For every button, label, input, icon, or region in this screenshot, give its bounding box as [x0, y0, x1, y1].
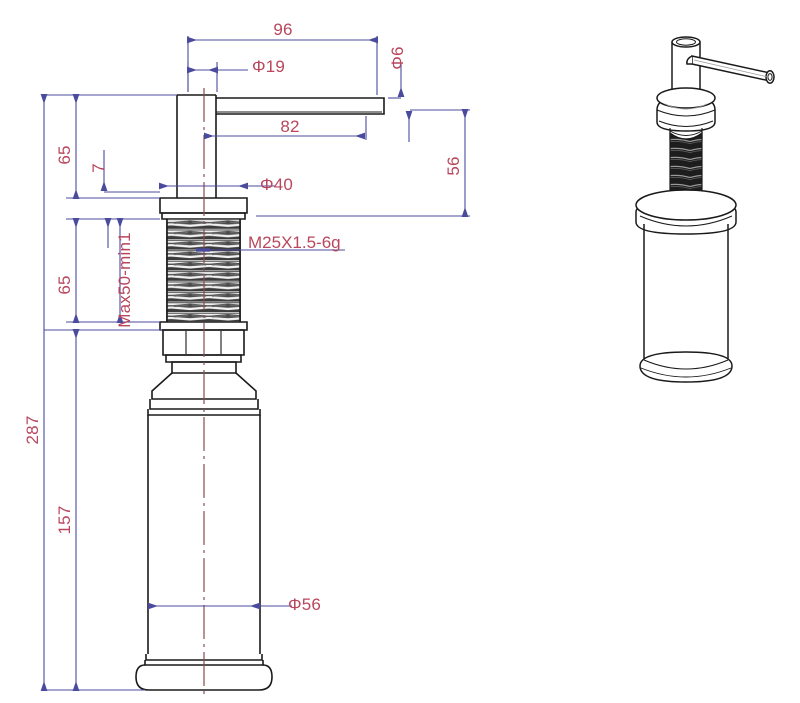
lock-nut-body [162, 329, 245, 356]
iso-bottle-base [639, 351, 733, 383]
thread-spec-note: M25X1.5-6g [248, 233, 341, 252]
dim-label-19: Φ19 [252, 57, 285, 76]
bottle-base [135, 664, 273, 691]
spout [216, 97, 385, 115]
dimension-lines [40, 36, 470, 691]
flange [159, 197, 248, 214]
flange-base [161, 212, 246, 220]
dim-label-40: Φ40 [260, 175, 293, 194]
dim-label-65-upper: 65 [55, 145, 74, 164]
dim-label-96: 96 [273, 20, 292, 39]
iso-bottle-shoulder [635, 189, 737, 235]
dim-label-7: 7 [89, 163, 108, 173]
iso-flange [656, 87, 716, 132]
nut-collar [165, 354, 242, 363]
section-view-group: 287 65 65 157 7 Max50-min1 96 Φ19 82 Φ6 … [23, 20, 470, 698]
dim-label-157: 157 [55, 506, 74, 535]
dimension-labels: 287 65 65 157 7 Max50-min1 96 Φ19 82 Φ6 … [23, 20, 463, 614]
thread-shank-edges [166, 219, 241, 322]
pump-stem [176, 94, 217, 198]
dim-label-6: Φ6 [388, 46, 407, 69]
isometric-view-group [635, 36, 775, 383]
iso-spout [686, 55, 775, 84]
iso-bottle-body [643, 224, 729, 370]
dim-label-287: 287 [23, 416, 42, 445]
dim-label-56d: Φ56 [288, 595, 321, 614]
dim-label-56: 56 [444, 156, 463, 175]
bottle-shoulder-ring2 [147, 409, 261, 416]
dim-label-65-lower: 65 [55, 275, 74, 294]
dim-label-maxmin: Max50-min1 [115, 232, 134, 328]
dispenser-outline [135, 94, 385, 691]
bottle-body [147, 415, 261, 654]
dim-label-82: 82 [280, 117, 299, 136]
